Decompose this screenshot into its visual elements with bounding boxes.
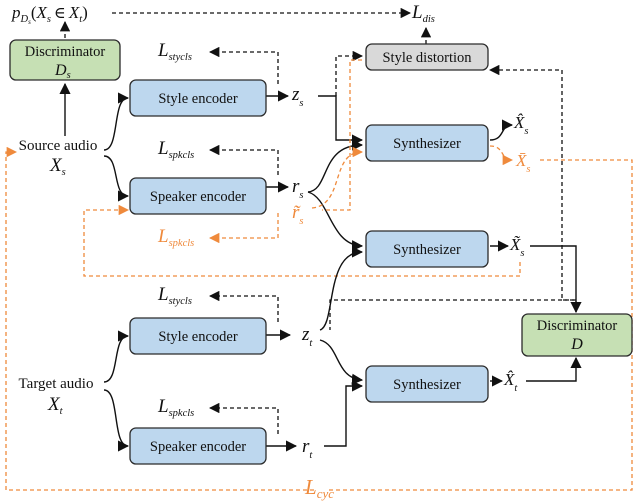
synthesizer-3-block: Synthesizer — [365, 365, 489, 403]
style-encoder-target-block: Style encoder — [129, 317, 267, 355]
loss-spkcls-target: Lspkcls — [157, 396, 194, 419]
probability-expression: pDs(Xs∈Xt) — [11, 3, 88, 26]
svg-text:Synthesizer: Synthesizer — [393, 136, 461, 152]
svg-text:Xt: Xt — [47, 394, 64, 417]
svg-text:D: D — [570, 336, 583, 353]
loss-spkcls-source: Lspkcls — [157, 138, 194, 161]
synthesizer-1-block: Synthesizer — [365, 124, 489, 162]
svg-text:Synthesizer: Synthesizer — [393, 377, 461, 393]
speaker-encoder-source-block: Speaker encoder — [129, 177, 267, 215]
loss-cyc: Lcyc — [304, 475, 334, 501]
svg-text:Speaker encoder: Speaker encoder — [150, 439, 246, 455]
x-hat-t-output: X̂t — [503, 370, 518, 394]
x-tilde-s-output: X̃s — [509, 235, 524, 259]
x-hat-s-output: X̂s — [513, 113, 528, 137]
x-bar-s-output: X̄s — [515, 151, 530, 175]
z-s-variable: zs — [291, 84, 304, 109]
svg-text:Ds: Ds — [54, 62, 71, 81]
svg-text:Style encoder: Style encoder — [158, 91, 237, 107]
svg-text:Target audio: Target audio — [19, 376, 94, 392]
r-t-variable: rt — [302, 436, 313, 461]
svg-text:Speaker encoder: Speaker encoder — [150, 189, 246, 205]
z-t-variable: zt — [301, 324, 313, 349]
svg-text:Discriminator: Discriminator — [537, 318, 618, 334]
loss-dis: Ldis — [411, 2, 435, 25]
svg-text:Discriminator: Discriminator — [25, 44, 106, 60]
target-audio-label: Target audio Xt — [19, 376, 94, 417]
loss-spkcls-cycle: Lspkcls — [157, 226, 194, 249]
r-tilde-s-variable: r̃s — [292, 202, 304, 227]
discriminator-source-block: Discriminator Ds — [9, 39, 121, 81]
synthesizer-2-block: Synthesizer — [365, 230, 489, 268]
svg-text:Style encoder: Style encoder — [158, 329, 237, 345]
style-distortion-block: Style distortion — [365, 43, 489, 71]
svg-text:Synthesizer: Synthesizer — [393, 242, 461, 258]
loss-stycls-target: Lstycls — [157, 284, 192, 307]
discriminator-target-block: Discriminator D — [521, 313, 633, 357]
svg-text:Style distortion: Style distortion — [382, 50, 472, 66]
source-audio-label: Source audio Xs — [19, 138, 98, 178]
svg-text:Source audio: Source audio — [19, 138, 98, 154]
loss-stycls-source: Lstycls — [157, 40, 192, 63]
connectors — [5, 7, 633, 491]
speaker-encoder-target-block: Speaker encoder — [129, 427, 267, 465]
svg-text:Xs: Xs — [49, 155, 66, 178]
style-encoder-source-block: Style encoder — [129, 79, 267, 117]
r-s-variable: rs — [292, 176, 304, 201]
